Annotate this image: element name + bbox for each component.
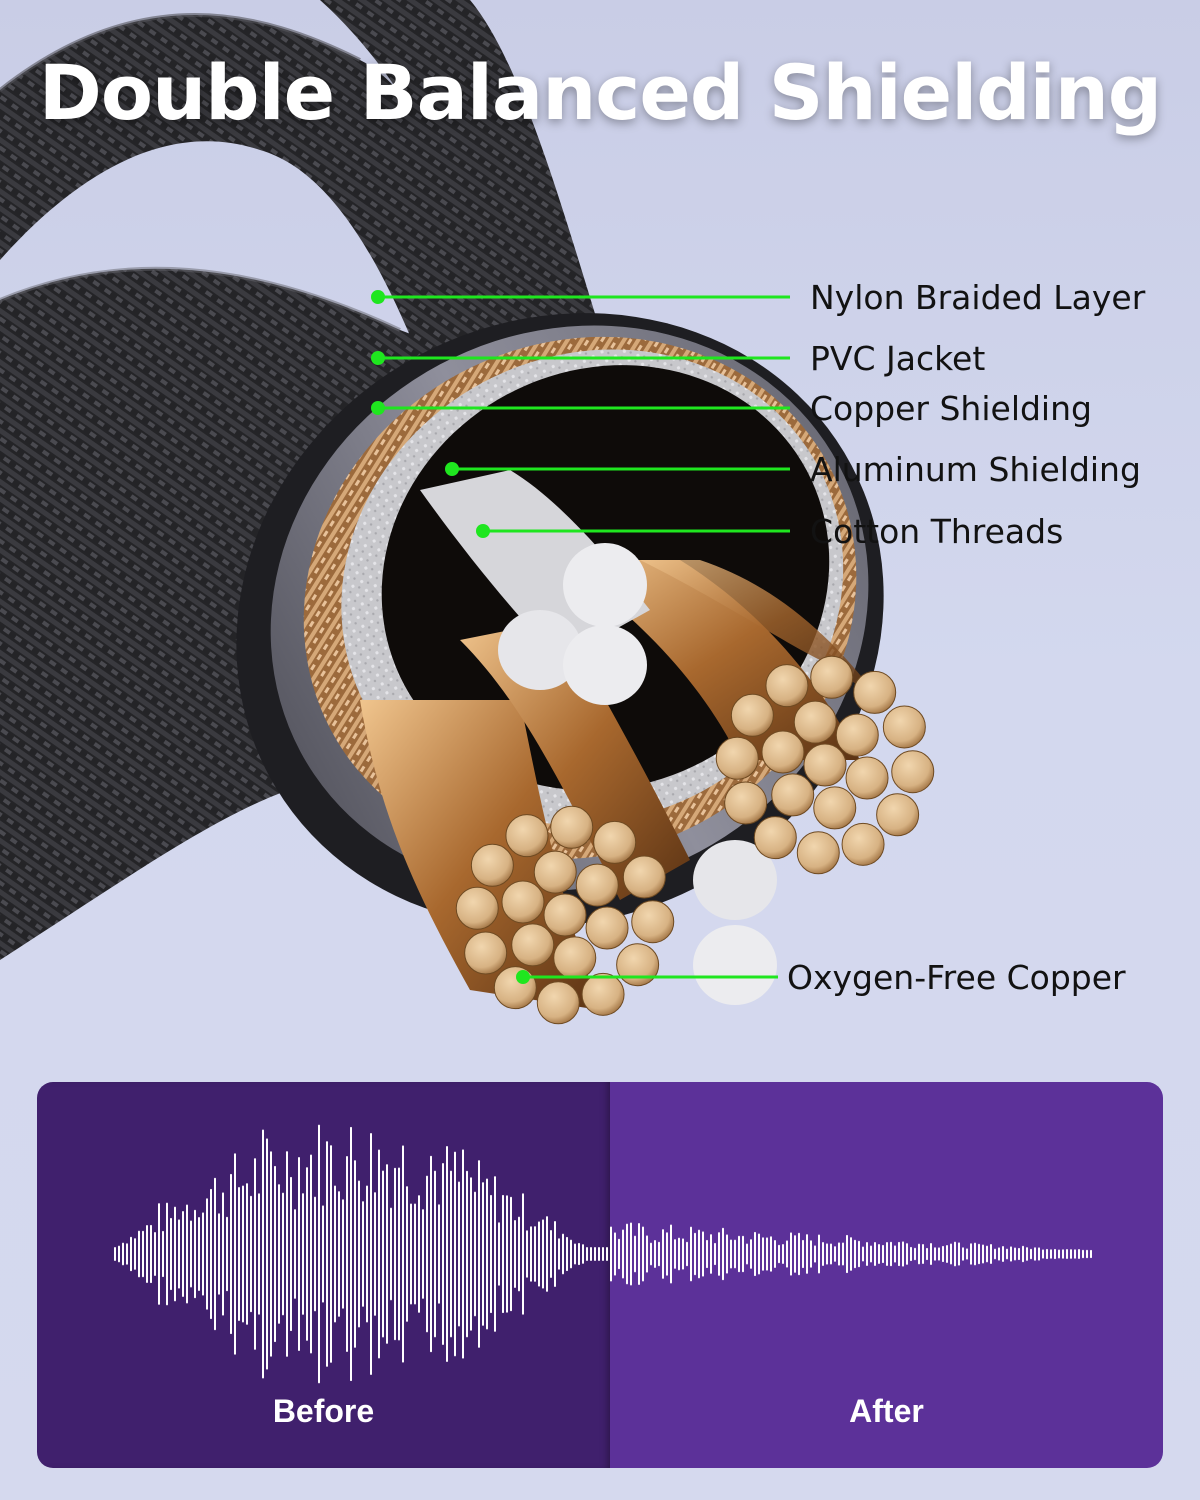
copper-wire-bundle-2 [715,655,935,875]
wire-end [845,756,889,800]
callout-label-copper: Copper Shielding [810,389,1092,428]
wire-end [813,786,857,830]
copper-wire-bundle-1 [455,805,675,1025]
wire-end [715,736,759,780]
callout-lines [371,290,790,984]
callout-label-nylon: Nylon Braided Layer [810,278,1146,317]
wire-end [616,943,660,987]
wire-end [536,981,580,1025]
wire-end [841,822,885,866]
wire-end [585,906,629,950]
cotton-threads [420,470,777,1005]
wire-end [622,855,666,899]
callout-dot-copper [371,401,385,415]
wire-end [853,670,897,714]
wire-end [511,923,555,967]
callout-label-aluminum: Aluminum Shielding [810,450,1141,489]
wire-end [796,831,840,875]
wire-end [505,814,549,858]
wire-end [771,773,815,817]
wire-end [550,805,594,849]
audio-waveform [114,1124,1092,1384]
wire-end [882,705,926,749]
page-title: Double Balanced Shielding [38,48,1162,137]
after-label: After [849,1393,924,1429]
wire-end [593,820,637,864]
wire-end [891,750,935,794]
wire-end [493,966,537,1010]
wire-end [631,900,675,944]
wire-end [543,893,587,937]
wire-end [501,880,545,924]
callout-dot-ofc [516,970,530,984]
callout-dot-pvc [371,351,385,365]
wire-end [455,886,499,930]
wire-end [730,693,774,737]
wire-end [553,936,597,980]
callout-dot-aluminum [445,462,459,476]
wire-end [464,931,508,975]
wire-end [761,730,805,774]
callout-label-cotton: Cotton Threads [810,512,1064,551]
wire-end [876,793,920,837]
wire-end [765,664,809,708]
callout-dot-nylon [371,290,385,304]
callout-dot-cotton [476,524,490,538]
before-label: Before [272,1393,375,1429]
wire-end [835,713,879,757]
wire-end [793,700,837,744]
wire-end [810,655,854,699]
wire-end [470,843,514,887]
cable-cross-section-illustration [0,0,935,1025]
wire-end [753,816,797,860]
wire-end [724,781,768,825]
noise-comparison-panel: Before After [37,1082,1163,1468]
wire-end [533,850,577,894]
callout-label-pvc: PVC Jacket [810,339,986,378]
wire-end [581,972,625,1016]
wire-end [575,863,619,907]
wire-end [803,743,847,787]
cable-loop-top [0,0,600,360]
callout-label-ofc: Oxygen-Free Copper [787,958,1126,997]
